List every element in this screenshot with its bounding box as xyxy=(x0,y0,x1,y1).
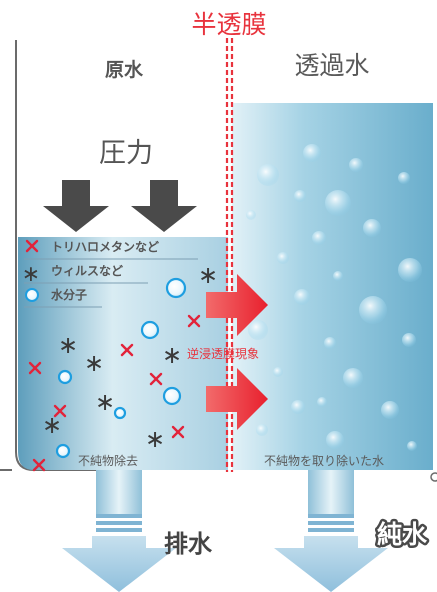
legend-item-water-molecule: 水分子 xyxy=(24,287,102,308)
circle-icon xyxy=(25,288,39,302)
asterisk-icon: ∗ xyxy=(162,341,182,369)
cross-icon xyxy=(187,314,201,328)
impurity-removed-water-label: 不純物を取り除いた水 xyxy=(264,453,384,468)
cross-icon xyxy=(28,361,42,375)
down-arrow-icon xyxy=(131,180,197,232)
asterisk-icon: ∗ xyxy=(145,425,165,453)
circle-icon xyxy=(55,443,71,459)
asterisk-icon: ∗ xyxy=(95,388,115,416)
drain-label: 排水 xyxy=(164,530,213,558)
impurity-removal-label: 不純物除去 xyxy=(78,453,138,468)
cross-icon xyxy=(120,343,134,357)
membrane-label: 半透膜 xyxy=(191,10,266,39)
legend: トリハロメタンなど ∗ ウィルスなど 水分子 xyxy=(22,239,198,308)
circle-icon xyxy=(57,369,73,385)
pure-water-pipe xyxy=(308,470,354,514)
pure-water-outflow-arrow xyxy=(274,514,388,592)
raw-water-label: 原水 xyxy=(105,59,144,81)
cross-icon xyxy=(171,425,185,439)
asterisk-icon: ∗ xyxy=(22,262,40,287)
pressure-label: 圧力 xyxy=(99,138,153,169)
circle-icon xyxy=(113,406,127,420)
permeate-label: 透過水 xyxy=(294,51,369,80)
legend-label-virus: ウィルスなど xyxy=(51,264,123,278)
permeate-bubbles xyxy=(246,144,422,451)
legend-label-trihalomethane: トリハロメタンなど xyxy=(51,240,159,254)
right-arrow-icon xyxy=(206,274,268,336)
permeate-water-body xyxy=(232,103,433,470)
viruses: ∗ ∗ ∗ ∗ ∗ ∗ ∗ xyxy=(42,261,218,453)
circle-icon xyxy=(140,320,160,340)
right-arrow-icon xyxy=(206,368,268,430)
pure-water-label: 純水 xyxy=(377,520,428,549)
asterisk-icon: ∗ xyxy=(58,331,78,359)
drain-outflow-arrow xyxy=(62,514,176,592)
legend-item-virus: ∗ ウィルスなど xyxy=(22,262,148,287)
legend-label-water-molecule: 水分子 xyxy=(51,287,87,302)
cross-icon xyxy=(53,404,67,418)
cross-icon xyxy=(25,239,39,253)
asterisk-icon: ∗ xyxy=(198,261,218,289)
circle-icon xyxy=(165,277,187,299)
outlet-ring xyxy=(430,472,437,482)
asterisk-icon: ∗ xyxy=(84,349,104,377)
water-molecules xyxy=(55,277,187,459)
trihalomethanes xyxy=(28,314,201,472)
legend-item-trihalomethane: トリハロメタンなど xyxy=(24,239,198,260)
circle-icon xyxy=(162,386,182,406)
asterisk-icon: ∗ xyxy=(42,411,62,439)
down-arrow-icon xyxy=(43,180,109,232)
cross-icon xyxy=(149,372,163,386)
drain-pipe xyxy=(96,470,142,514)
reverse-osmosis-phenomenon-label: 逆浸透膜現象 xyxy=(187,346,259,361)
cross-icon xyxy=(32,458,46,472)
